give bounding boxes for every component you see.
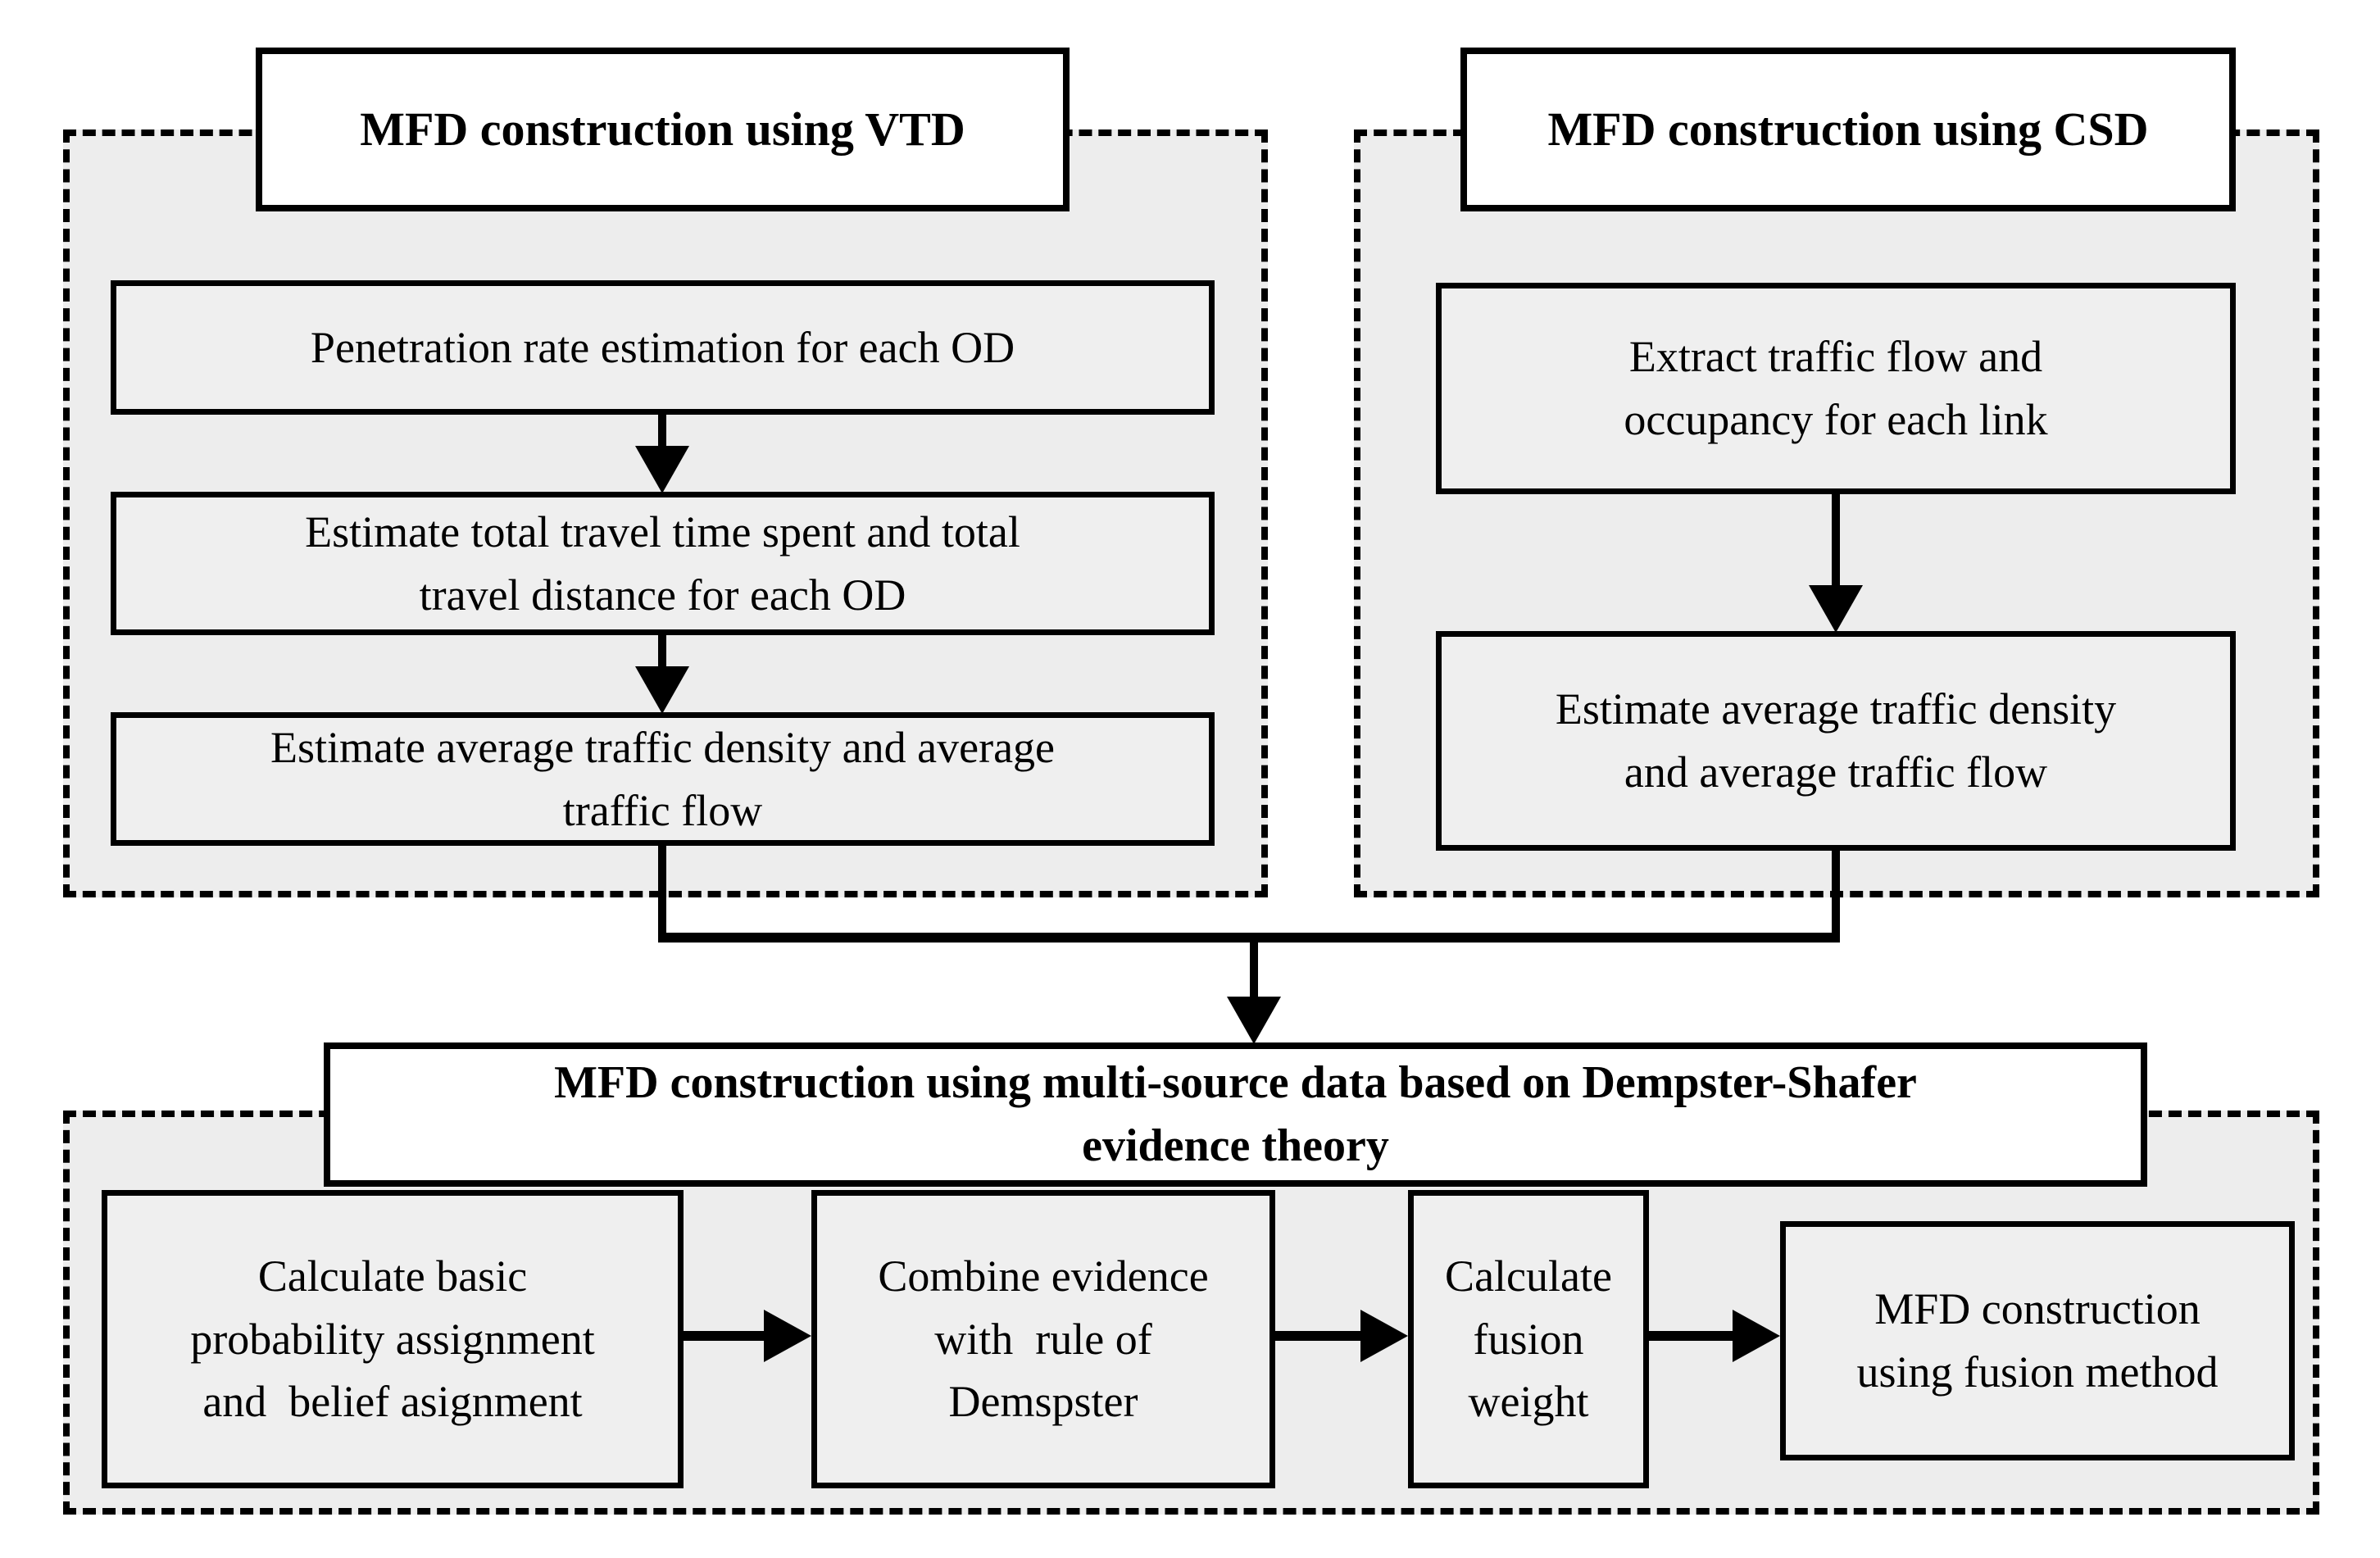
- step-text-line: Calculate basic: [257, 1251, 528, 1301]
- step-text-line: Estimate average traffic density: [1555, 684, 2117, 734]
- csd-title-box: MFD construction using CSD: [1460, 48, 2236, 211]
- vtd-step-total-travel-time: Estimate total travel time spent and tot…: [111, 492, 1215, 635]
- step-text-line: travel distance for each OD: [419, 570, 906, 620]
- step-text-line: Penetration rate estimation for each OD: [310, 322, 1015, 372]
- vtd-title: MFD construction using VTD: [360, 102, 965, 156]
- step-text-line: using fusion method: [1856, 1347, 2219, 1397]
- step-text-line: Combine evidence: [878, 1251, 1209, 1301]
- step-text-line: occupancy for each link: [1624, 395, 2048, 444]
- step-text-line: Estimate average traffic density and ave…: [270, 722, 1056, 772]
- step-text-line: probability assignment: [190, 1314, 595, 1364]
- vtd-step-average-density-flow: Estimate average traffic density and ave…: [111, 712, 1215, 846]
- step-text-line: Extract traffic flow and: [1628, 332, 2043, 382]
- csd-step-extract-flow-occupancy: Extract traffic flow and occupancy for e…: [1436, 283, 2236, 494]
- step-text-line: and average traffic flow: [1624, 747, 2048, 797]
- fusion-step-basic-probability: Calculate basic probability assignment a…: [102, 1190, 684, 1488]
- step-text-line: and belief asignment: [202, 1377, 583, 1427]
- step-text-line: with rule of: [934, 1314, 1152, 1364]
- fusion-step-fusion-weight: Calculate fusion weight: [1408, 1190, 1649, 1488]
- step-text-line: weight: [1468, 1377, 1589, 1427]
- vtd-step-penetration-rate: Penetration rate estimation for each OD: [111, 280, 1215, 415]
- fusion-title-line: MFD construction using multi-source data…: [554, 1056, 1917, 1108]
- fusion-step-combine-evidence: Combine evidence with rule of Demspster: [811, 1190, 1275, 1488]
- fusion-title-line: evidence theory: [1082, 1120, 1389, 1171]
- step-text-line: traffic flow: [562, 785, 763, 835]
- csd-step-average-density-flow: Estimate average traffic density and ave…: [1436, 631, 2236, 851]
- step-text-line: fusion: [1473, 1314, 1584, 1364]
- step-text-line: Estimate total travel time spent and tot…: [305, 506, 1020, 556]
- step-text-line: MFD construction: [1874, 1284, 2201, 1334]
- csd-title: MFD construction using CSD: [1547, 102, 2149, 156]
- fusion-title-box: MFD construction using multi-source data…: [324, 1042, 2147, 1187]
- fusion-step-mfd-construction: MFD construction using fusion method: [1780, 1221, 2295, 1460]
- step-text-line: Demspster: [948, 1377, 1138, 1427]
- step-text-line: Calculate: [1445, 1251, 1612, 1301]
- vtd-title-box: MFD construction using VTD: [256, 48, 1070, 211]
